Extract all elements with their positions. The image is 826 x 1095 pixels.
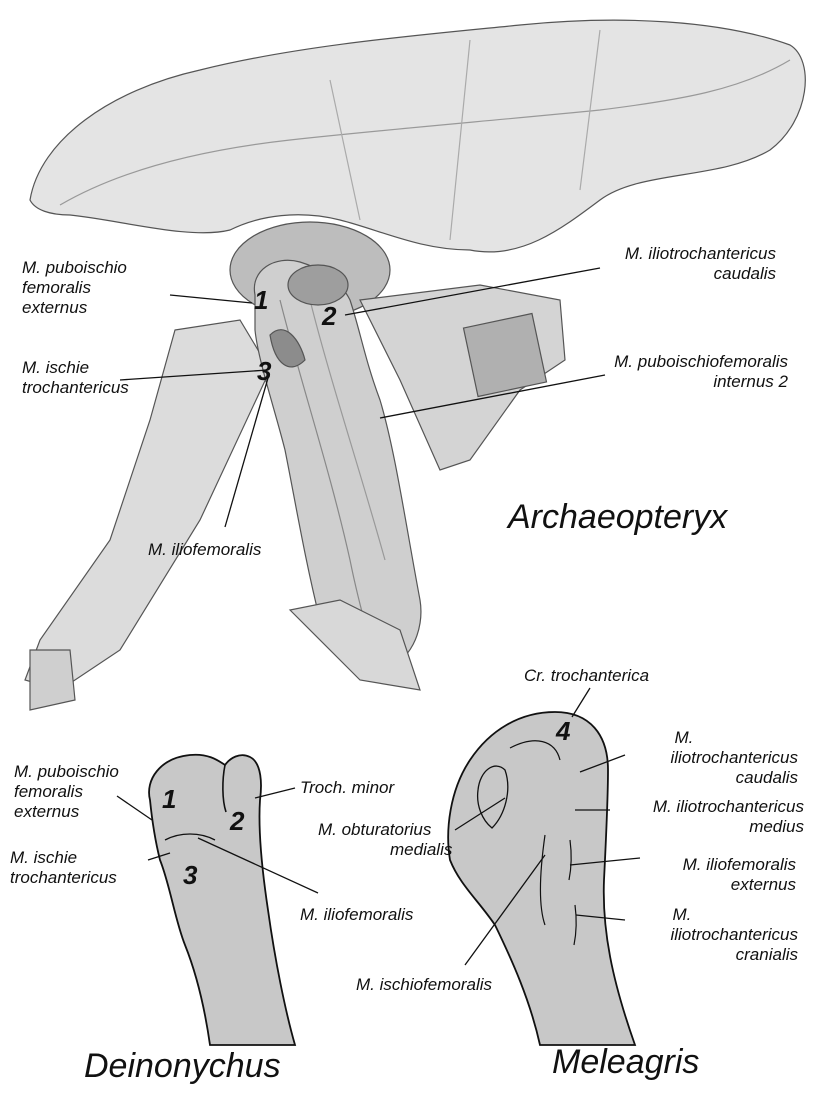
ischium-plate [463,313,546,396]
pubis-fragment [30,650,75,710]
title-archaeopteryx: Archaeopteryx [508,498,727,536]
label-mel-isf: M. ischiofemoralis [356,975,492,995]
title-meleagris: Meleagris [552,1043,699,1081]
title-deinonychus: Deinonychus [84,1047,281,1085]
label-arch-ilf: M. iliofemoralis [148,540,261,560]
number-3-arch: 3 [257,358,271,384]
number-2-dein: 2 [230,808,244,834]
label-dein-ilf: M. iliofemoralis [300,905,413,925]
label-dein-troch: Troch. minor [300,778,394,798]
label-mel-cr: Cr. trochanterica [524,666,649,686]
number-2-arch: 2 [322,303,336,329]
number-4-mel: 4 [556,718,570,744]
leader-dein-pfe [117,796,152,820]
number-1-arch: 1 [254,287,268,313]
leader-mel-cr [572,688,590,717]
ilium [30,20,805,252]
number-1-dein: 1 [162,786,176,812]
number-3-dein: 3 [183,862,197,888]
leader-arch-pfe [170,295,252,303]
